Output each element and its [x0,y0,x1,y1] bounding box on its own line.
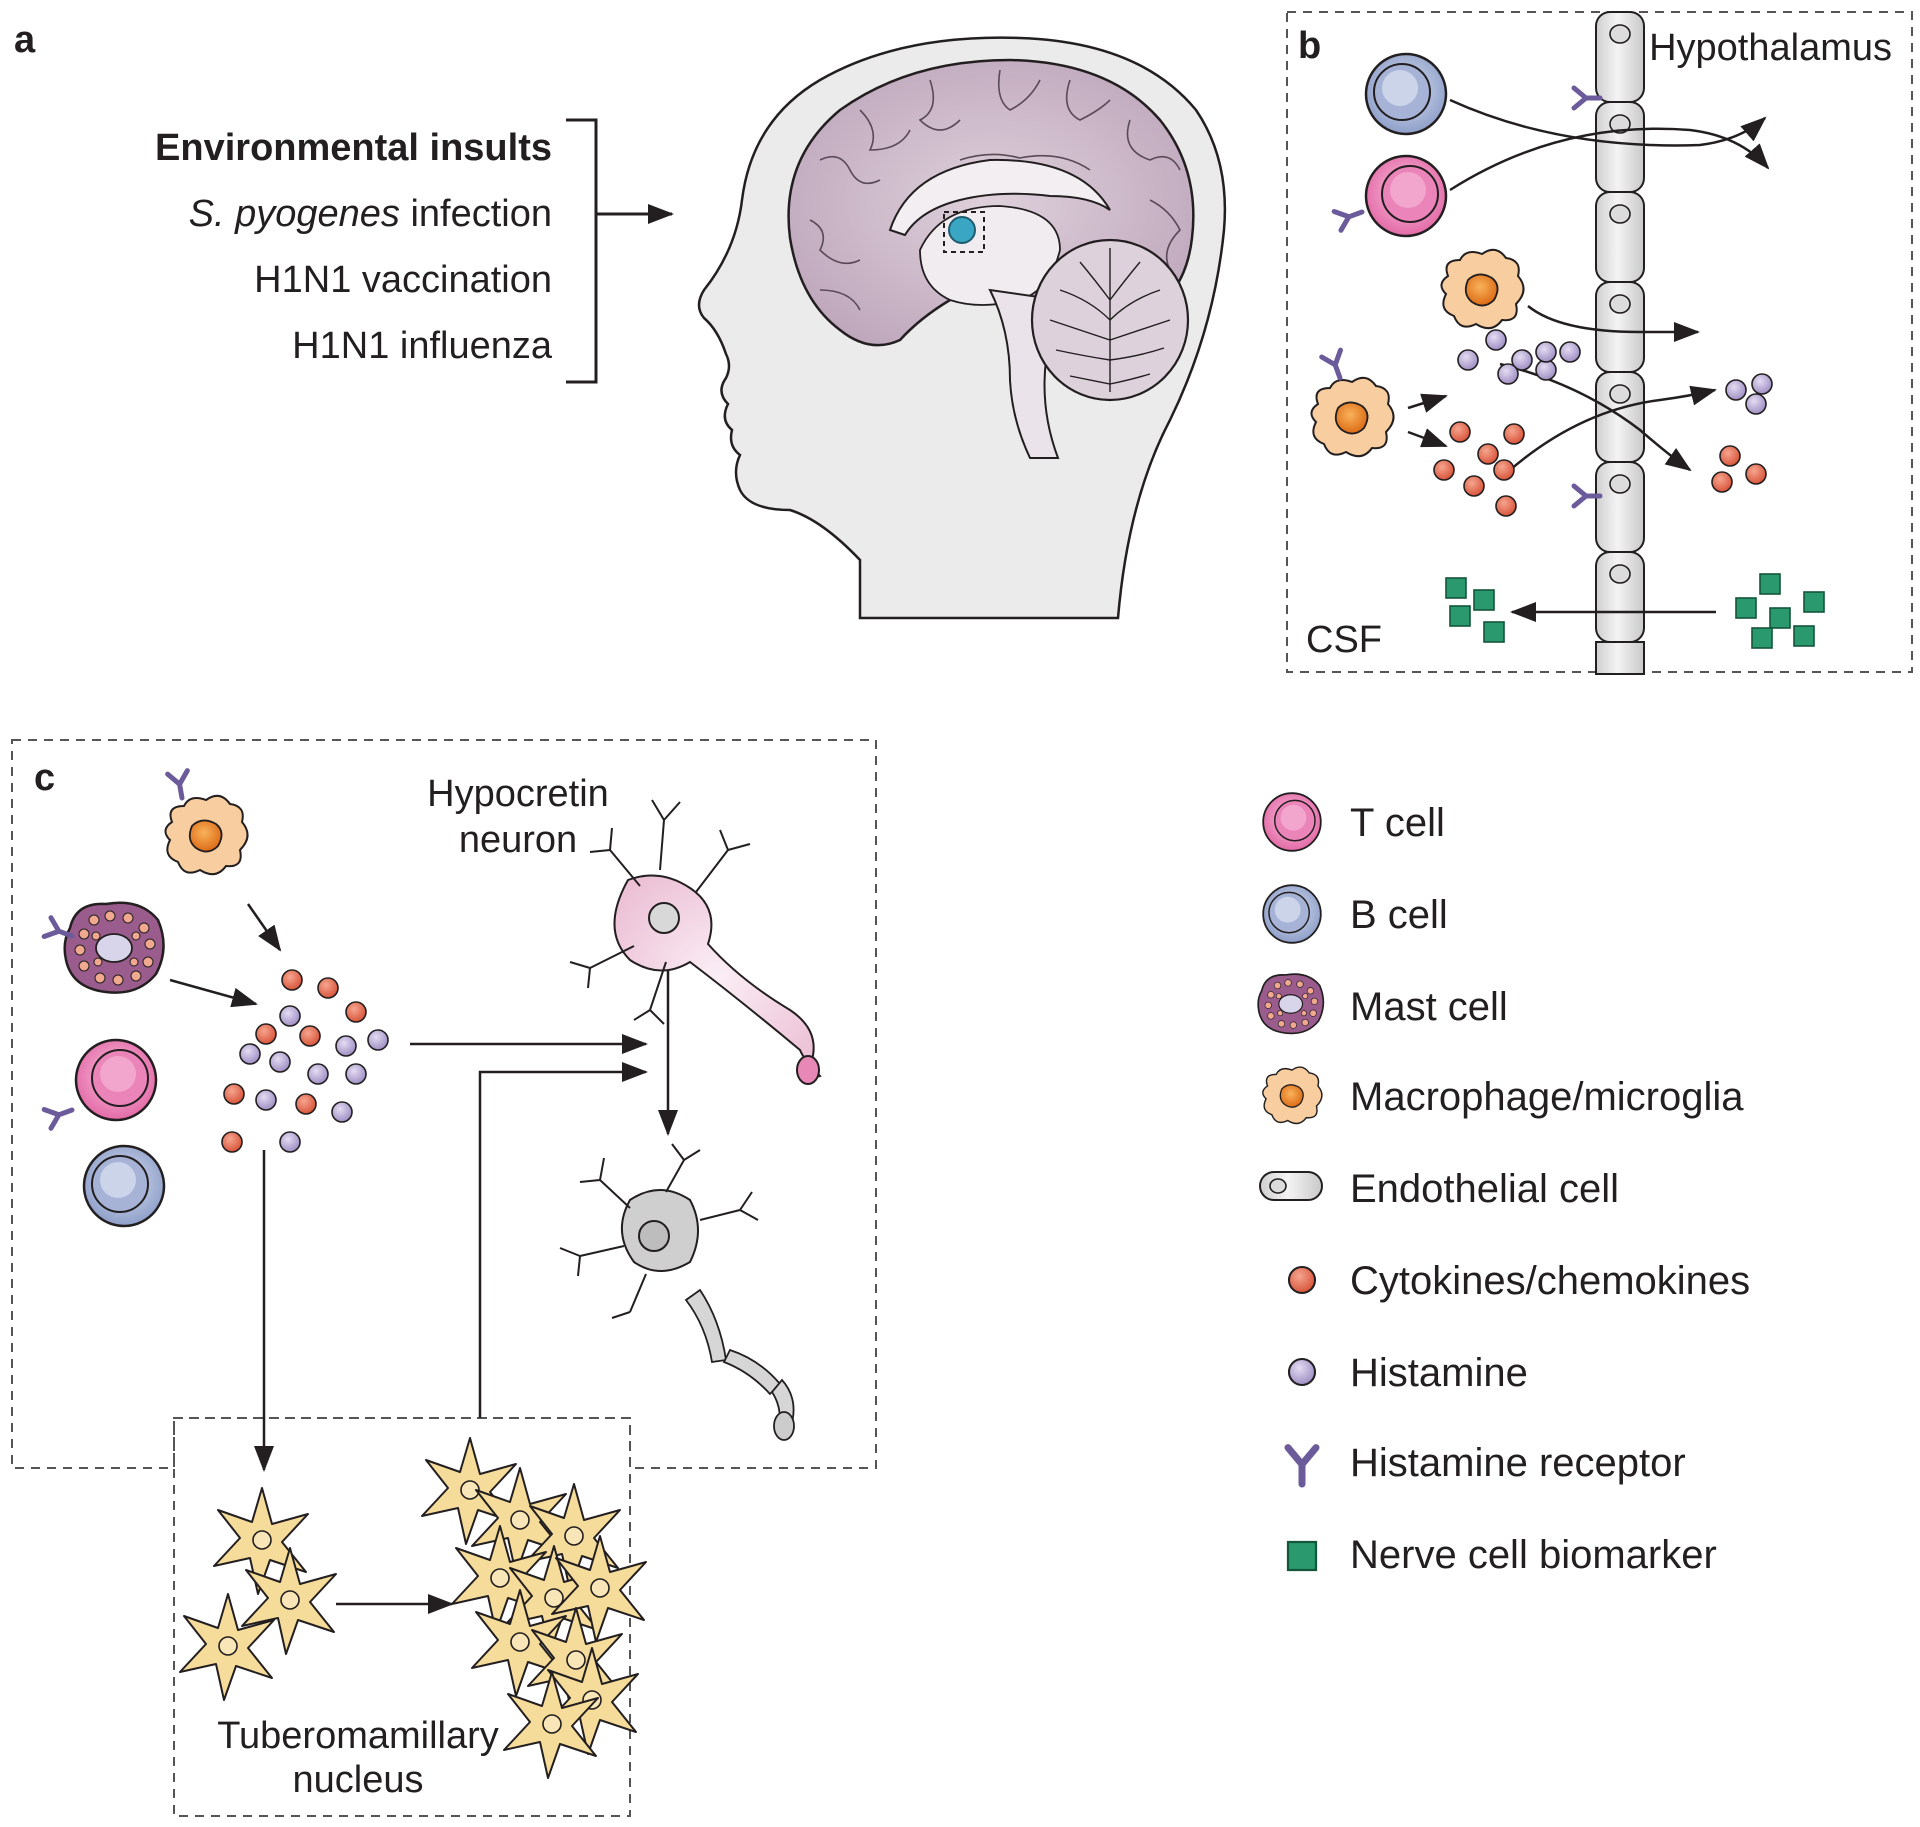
hypothalamus-label: Hypothalamus [1649,27,1892,69]
legend: T cell B cell Mast cell Macrophage/micro… [1257,792,1750,1577]
tmn-frame [173,1417,631,1817]
hypocretin-label-1: Hypocretin [427,773,609,815]
histamine-dots-b-right [1725,373,1773,415]
csf-label: CSF [1306,619,1382,661]
legend-item-b-cell: B cell [1262,884,1448,944]
cerebellum [1030,238,1190,402]
t-cell-receptor-b [1334,203,1365,231]
cytokine-dots-b-right [1711,445,1767,493]
insults-bracket [566,118,598,384]
panel-c-letter: c [34,757,55,799]
panel-c: c Hypocretin neuron Tuberomamillary nucl… [11,739,877,1817]
t-cell-c [74,1038,158,1122]
brain-gyri [809,69,1181,311]
insult-spyogenes: S. pyogenes infection [189,193,552,235]
insults-heading: Environmental insults [155,127,552,169]
legend-item-mast-cell: Mast cell [1257,973,1508,1035]
legend-item-receptor: Histamine receptor [1288,1441,1686,1485]
legend-item-biomarker: Nerve cell biomarker [1286,1533,1717,1577]
panel-b-frame [1286,11,1913,673]
b-cell-c [82,1144,166,1228]
biomarkers-brain [1735,573,1825,649]
panel-a-letter: a [14,19,36,61]
legend-label-biomarker: Nerve cell biomarker [1350,1533,1717,1577]
legend-label-mast-cell: Mast cell [1350,985,1508,1029]
legend-item-cytokine: Cytokines/chemokines [1287,1259,1750,1303]
legend-item-macrophage: Macrophage/microglia [1262,1066,1744,1125]
legend-item-t-cell: T cell [1262,792,1445,852]
corpus-callosum [888,158,1111,237]
hypocretin-label-2: neuron [459,819,577,861]
legend-label-t-cell: T cell [1350,801,1445,845]
histamine-dots-b-left [1457,329,1581,385]
macrophage-receptor-b [1322,350,1350,381]
legend-label-macrophage: Macrophage/microglia [1350,1075,1744,1119]
macrophage-b-1 [1440,248,1525,330]
legend-item-histamine: Histamine [1287,1351,1528,1395]
legend-label-b-cell: B cell [1350,893,1448,937]
insult-h1n1-influenza: H1N1 influenza [292,325,553,367]
degenerated-neuron [559,1143,795,1441]
hypocretin-neuron [569,799,822,1085]
panel-a: a Environmental insults S. pyogenes infe… [14,19,1227,620]
mast-cell-c [63,901,165,994]
mediator-cloud [221,969,389,1153]
panel-b: b Hypothalamus CSF [1286,11,1913,675]
tmn-cells-few [179,1487,337,1701]
endothelial-wall [1595,11,1645,675]
macrophage-receptor-c [168,771,192,800]
cytokine-dots-b-left [1433,421,1525,517]
macrophage-b-2 [1310,376,1395,458]
macrophage-c [164,794,249,876]
b-cell-b [1364,52,1448,136]
panel-c-arrows [169,903,678,1614]
t-cell-receptor-c [44,1101,75,1129]
cell-crossing-arrows [1407,98,1770,622]
legend-item-endothelial: Endothelial cell [1259,1167,1619,1211]
legend-label-receptor: Histamine receptor [1350,1441,1686,1485]
t-cell-b [1364,154,1448,238]
legend-label-histamine: Histamine [1350,1351,1528,1395]
tmn-label-1: Tuberomamillary [217,1715,499,1757]
legend-label-endothelial: Endothelial cell [1350,1167,1619,1211]
insult-h1n1-vaccination: H1N1 vaccination [254,259,552,301]
biomarkers-csf [1445,577,1505,643]
hypothalamus-marker-box [943,211,985,253]
tmn-label-2: nucleus [293,1759,424,1801]
legend-label-cytokine: Cytokines/chemokines [1350,1259,1750,1303]
panel-b-letter: b [1298,25,1321,67]
hypothalamus-marker [948,216,976,244]
